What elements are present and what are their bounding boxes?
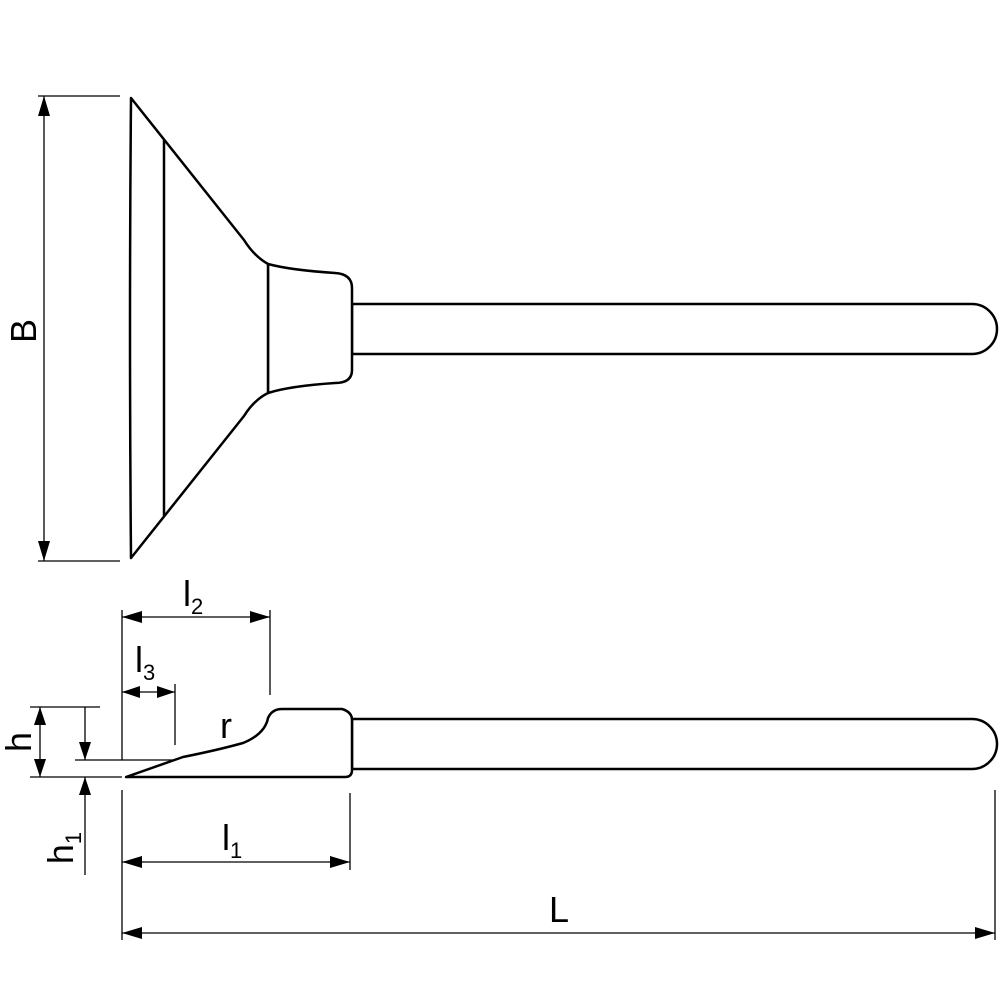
arrow-head — [122, 611, 142, 623]
dimension-l2: l2 — [121, 573, 271, 760]
arrow-head — [79, 742, 91, 760]
top-blade — [128, 96, 270, 560]
dimension-L: L — [122, 790, 996, 940]
arrow-head — [330, 856, 350, 868]
arrow-head — [38, 541, 50, 561]
arrow-head — [79, 777, 91, 795]
label-L: L — [549, 889, 569, 930]
label-B: B — [3, 319, 44, 343]
arrow-head — [122, 686, 140, 698]
arrow-head — [157, 686, 175, 698]
side-blade — [124, 707, 354, 779]
label-l2: l2 — [183, 573, 203, 619]
arrow-head — [34, 759, 46, 777]
label-h1: h1 — [40, 832, 86, 864]
arrow-head — [250, 611, 270, 623]
dimension-l1: l1 — [121, 790, 351, 940]
arrow-head — [34, 707, 46, 725]
top-view — [128, 96, 999, 560]
label-r: r — [220, 705, 232, 746]
dimension-l3: l3 — [122, 639, 176, 745]
dimension-h: h — [0, 706, 122, 778]
top-collar — [266, 262, 354, 395]
arrow-head — [975, 927, 995, 939]
top-handle — [350, 302, 999, 356]
arrow-head — [38, 96, 50, 116]
side-view — [124, 707, 999, 779]
label-l3: l3 — [135, 639, 155, 685]
arrow-head — [122, 856, 142, 868]
label-l1: l1 — [222, 817, 242, 863]
side-handle — [350, 717, 999, 771]
arrow-head — [122, 927, 142, 939]
dimension-B: B — [3, 95, 120, 562]
label-h: h — [0, 732, 39, 752]
dimension-h1: h1 — [40, 707, 175, 875]
